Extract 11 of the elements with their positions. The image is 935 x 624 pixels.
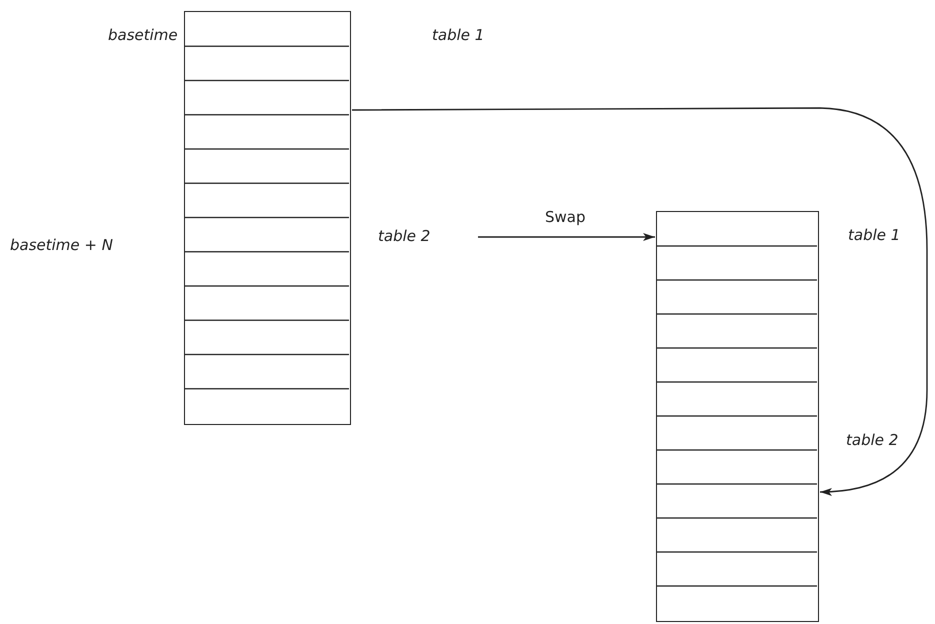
table-label: basetime — [108, 26, 178, 44]
edge-label: Swap — [545, 208, 586, 226]
table-label: table 1 — [848, 226, 900, 244]
table-drawing — [656, 211, 819, 622]
table-label: table 1 — [432, 26, 484, 44]
arrow — [478, 233, 655, 241]
table-label: basetime + N — [10, 236, 113, 254]
table-label: table 2 — [846, 431, 898, 449]
table-label: table 2 — [378, 227, 430, 245]
arrow — [352, 107, 928, 496]
table-drawing — [184, 11, 351, 425]
